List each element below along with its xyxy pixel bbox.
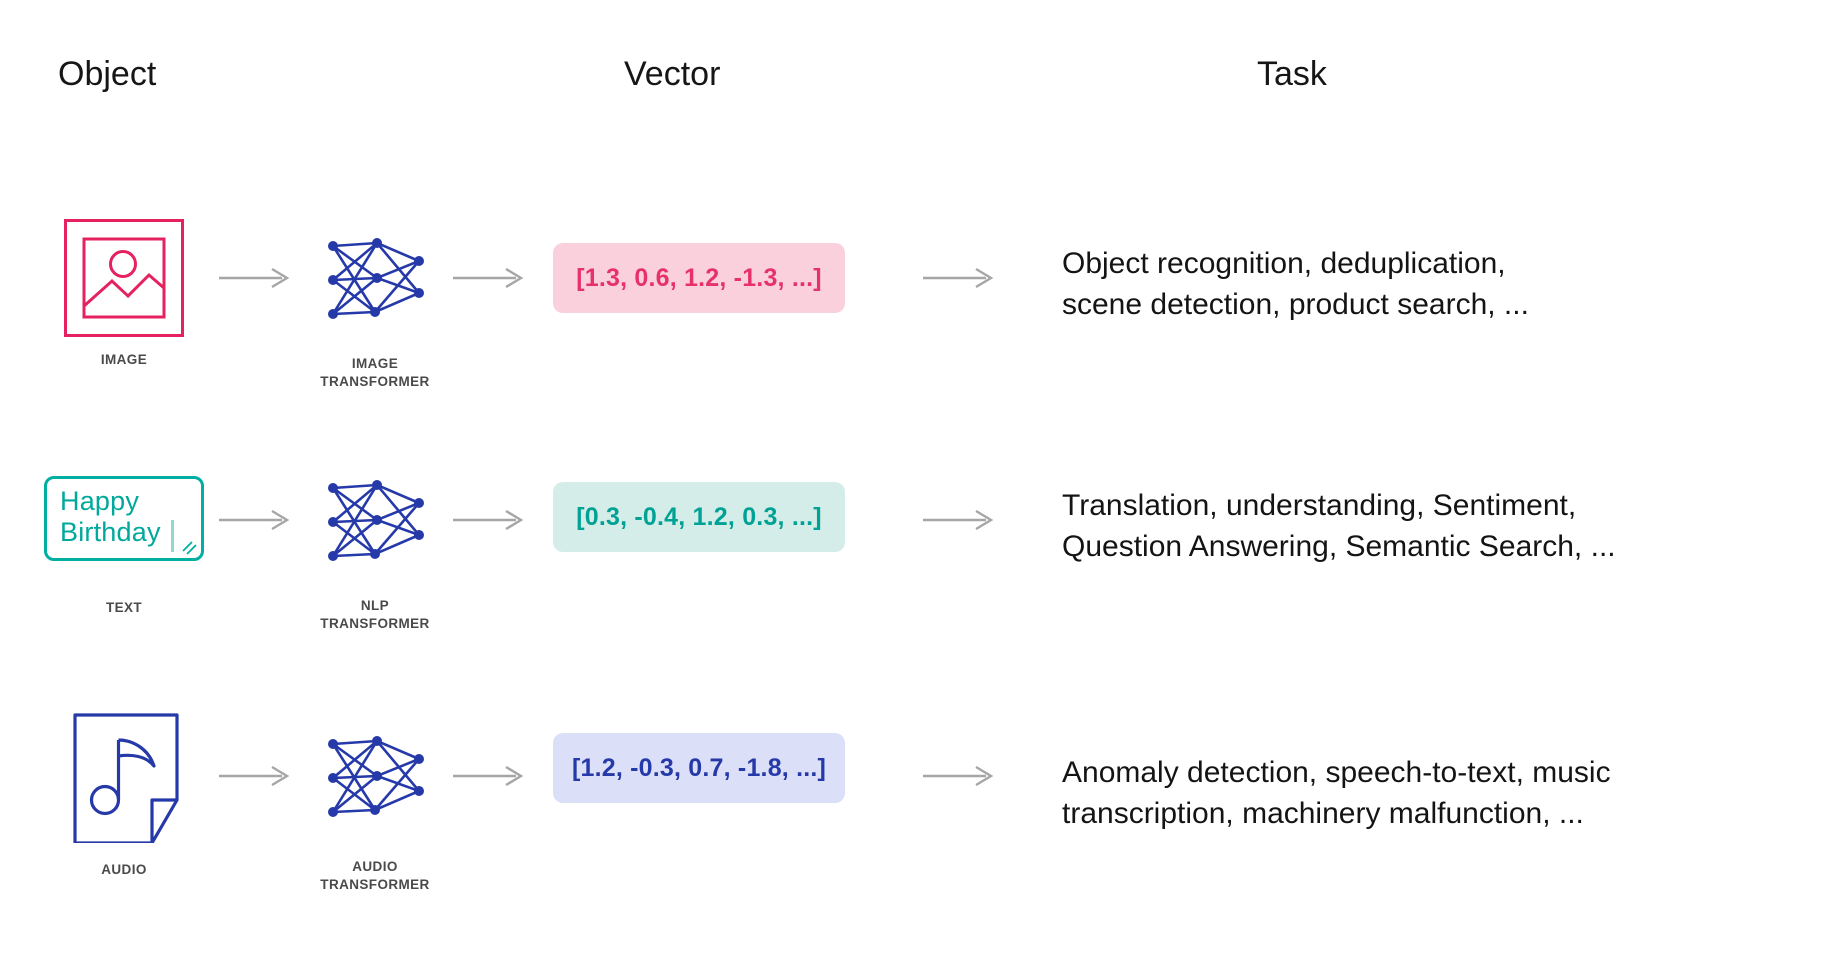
text-label: TEXT (105, 600, 143, 615)
arrow-icon (453, 509, 524, 531)
image-icon (64, 219, 184, 337)
audio-task-line1: Anomaly detection, speech-to-text, music (1062, 756, 1611, 789)
column-header-object: Object (58, 55, 157, 93)
audio-transformer-label-line1: AUDIO (352, 859, 398, 874)
image-task-text: Object recognition, deduplication, scene… (1062, 243, 1792, 325)
arrow-icon (219, 267, 290, 289)
nlp-transformer-label-line1: NLP (360, 598, 390, 613)
image-vector-value: [1.3, 0.6, 1.2, -1.3, ...] (553, 243, 845, 313)
audio-task-text: Anomaly detection, speech-to-text, music… (1062, 752, 1792, 834)
image-transformer-label-line1: IMAGE (351, 356, 399, 371)
arrow-icon (219, 509, 290, 531)
image-label: IMAGE (100, 352, 148, 367)
text-snippet-line2: Birthday (60, 517, 161, 547)
arrow-icon (923, 509, 994, 531)
image-task-line1: Object recognition, deduplication, (1062, 247, 1506, 280)
arrow-icon (453, 765, 524, 787)
resize-handle-icon (182, 541, 197, 555)
column-header-vector: Vector (624, 55, 721, 93)
text-task-line2: Question Answering, Semantic Search, ... (1062, 530, 1616, 563)
audio-task-line2: transcription, machinery malfunction, ..… (1062, 797, 1584, 830)
nlp-transformer-label-line2: TRANSFORMER (320, 615, 430, 631)
text-task-text: Translation, understanding, Sentiment, Q… (1062, 485, 1792, 567)
text-snippet-icon: Happy Birthday (44, 476, 204, 561)
arrow-icon (923, 765, 994, 787)
audio-transformer-label: AUDIO TRANSFORMER (300, 858, 450, 893)
text-task-line1: Translation, understanding, Sentiment, (1062, 489, 1577, 522)
image-transformer-network-icon (328, 238, 424, 319)
image-transformer-label-line2: TRANSFORMER (320, 373, 430, 389)
arrow-icon (219, 765, 290, 787)
column-header-task: Task (1257, 55, 1327, 93)
audio-label: AUDIO (101, 862, 147, 877)
audio-file-icon (73, 713, 179, 843)
nlp-transformer-network-icon (328, 480, 424, 561)
image-transformer-label: IMAGE TRANSFORMER (300, 355, 450, 390)
text-snippet-line1: Happy (60, 486, 140, 516)
nlp-transformer-label: NLP TRANSFORMER (300, 597, 450, 632)
audio-transformer-network-icon (328, 736, 424, 817)
text-cursor (171, 520, 174, 552)
text-vector-value: [0.3, -0.4, 1.2, 0.3, ...] (553, 482, 845, 552)
audio-vector-value: [1.2, -0.3, 0.7, -1.8, ...] (553, 733, 845, 803)
image-task-line2: scene detection, product search, ... (1062, 288, 1529, 321)
audio-transformer-label-line2: TRANSFORMER (320, 876, 430, 892)
arrow-icon (923, 267, 994, 289)
arrow-icon (453, 267, 524, 289)
